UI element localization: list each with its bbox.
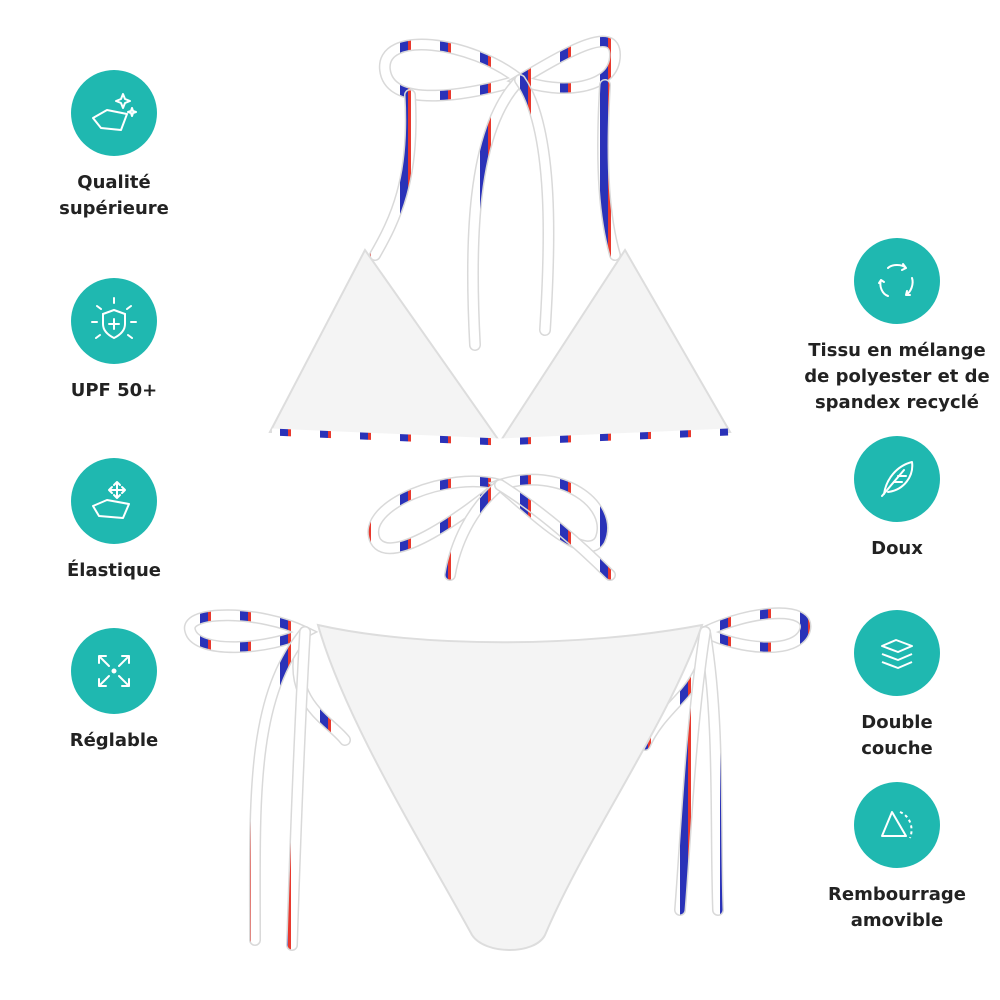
sparkle-fabric-icon (71, 70, 157, 156)
feature-removable-padding: Rembourrage amovible (797, 782, 997, 934)
expand-arrows-icon (71, 628, 157, 714)
top-back-ties (367, 473, 616, 581)
feature-label: Tissu en mélange de polyester et de span… (804, 340, 990, 413)
feature-double-layer: Double couche (797, 610, 997, 762)
feature-quality: Qualité supérieure (14, 70, 214, 222)
recycle-icon (854, 238, 940, 324)
feather-icon (854, 436, 940, 522)
top-triangles (268, 248, 732, 446)
feature-label: Rembourrage amovible (828, 884, 966, 931)
stretch-arrows-icon (71, 458, 157, 544)
feature-label: UPF 50+ (70, 380, 158, 401)
bottom-panel (316, 623, 704, 951)
feature-elastic: Élastique (14, 458, 214, 584)
feature-upf: UPF 50+ (14, 278, 214, 404)
layers-icon (854, 610, 940, 696)
sun-shield-icon (71, 278, 157, 364)
feature-recycled: Tissu en mélange de polyester et de span… (797, 238, 997, 416)
top-neck-ties (369, 35, 622, 351)
feature-label: Qualité supérieure (59, 172, 169, 219)
feature-adjustable: Réglable (14, 628, 214, 754)
feature-label: Doux (871, 538, 923, 559)
removable-padding-icon (854, 782, 940, 868)
feature-soft: Doux (797, 436, 997, 562)
feature-label: Réglable (69, 730, 159, 751)
feature-label: Élastique (66, 560, 161, 581)
feature-label: Double couche (861, 712, 933, 759)
